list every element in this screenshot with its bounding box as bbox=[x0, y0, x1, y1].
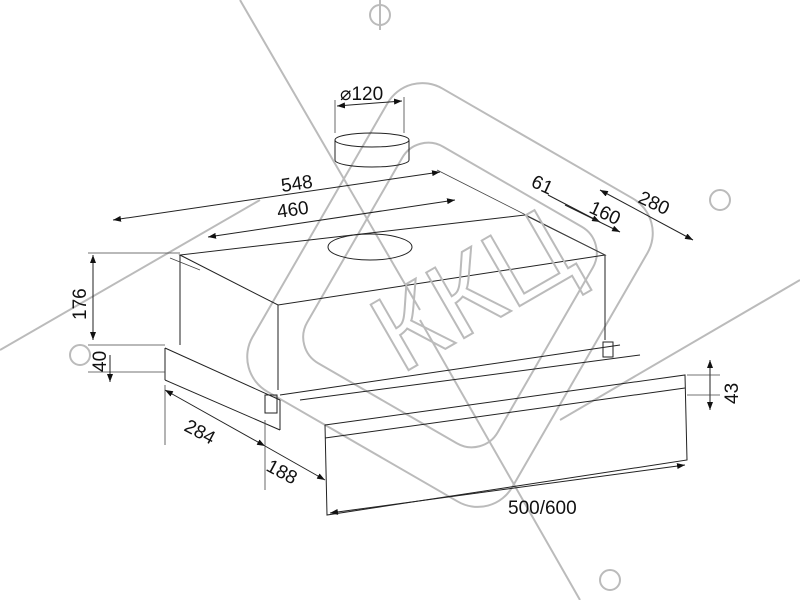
label-duct-diameter: ⌀120 bbox=[340, 84, 383, 105]
label-176: 176 bbox=[70, 288, 91, 320]
label-548: 548 bbox=[280, 172, 314, 197]
label-280: 280 bbox=[635, 187, 673, 219]
label-284: 284 bbox=[181, 416, 219, 450]
label-188: 188 bbox=[263, 456, 301, 489]
label-43: 43 bbox=[722, 383, 743, 404]
watermark-text: ККЦ bbox=[351, 184, 594, 395]
label-460: 460 bbox=[276, 198, 310, 223]
duct-outlet bbox=[334, 97, 410, 168]
label-40: 40 bbox=[90, 351, 111, 372]
dimension-lines bbox=[88, 169, 720, 515]
label-160: 160 bbox=[586, 197, 624, 229]
label-500-600: 500/600 bbox=[508, 498, 577, 519]
